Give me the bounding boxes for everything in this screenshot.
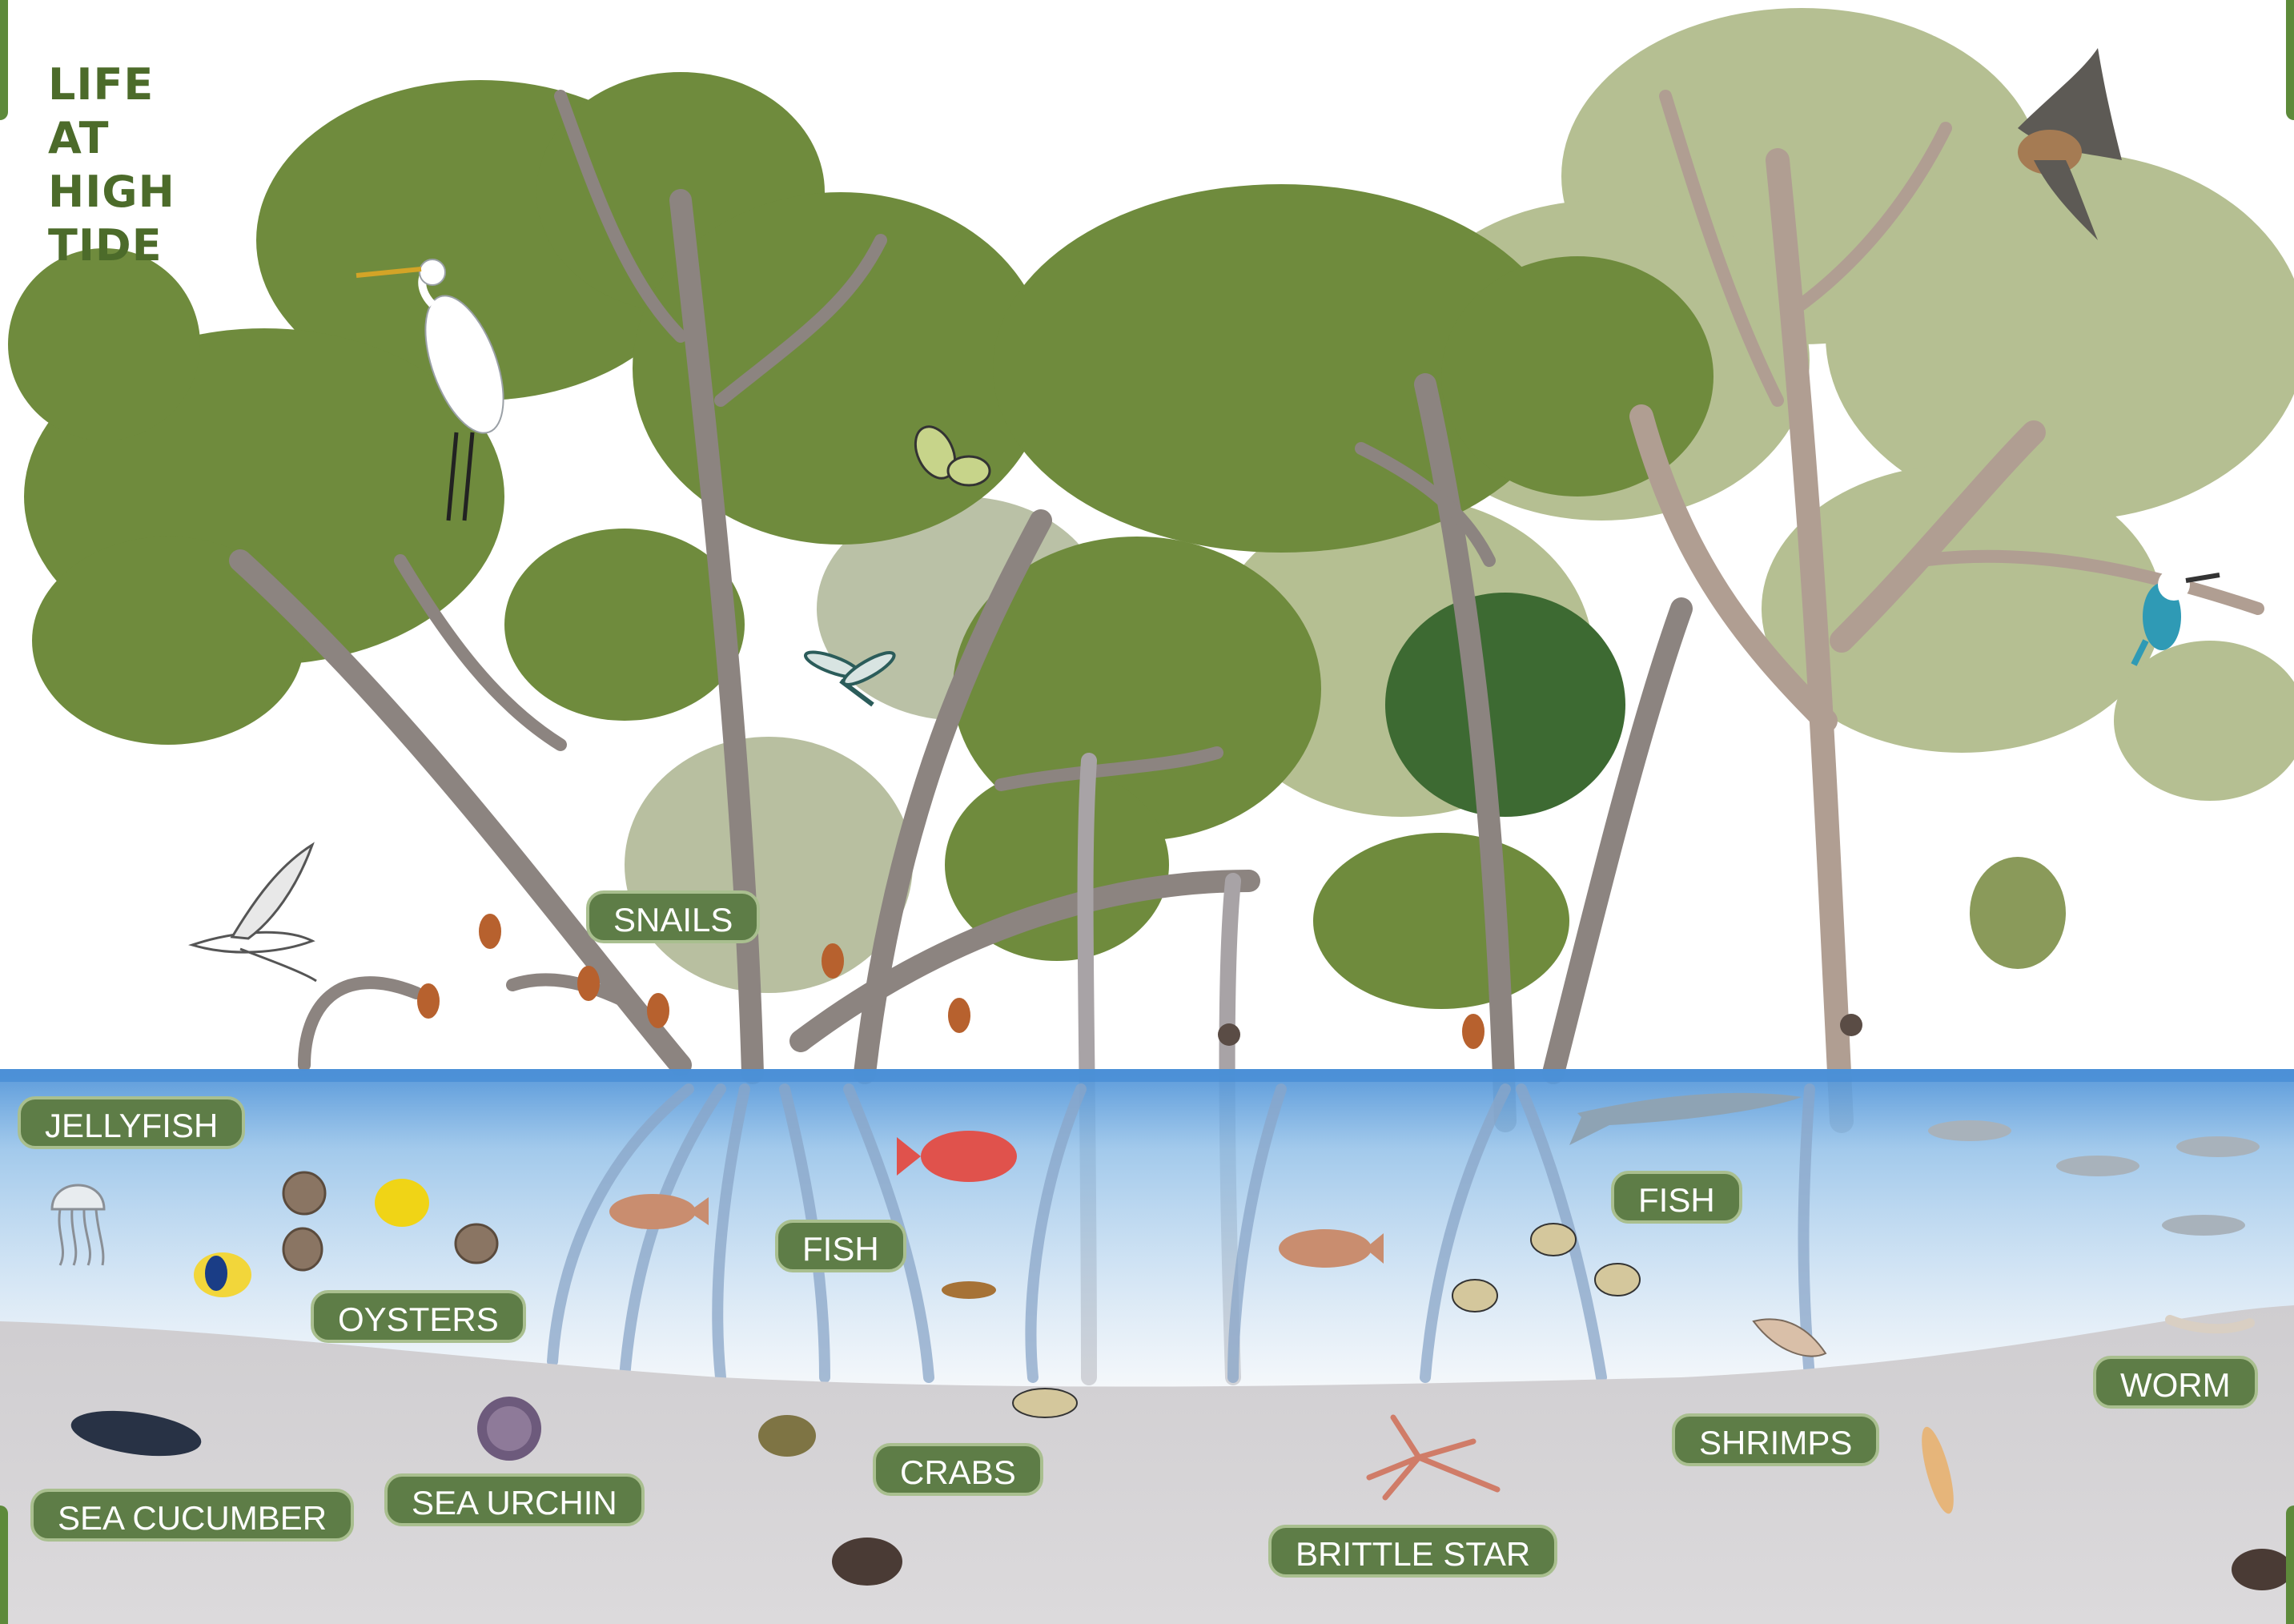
yellow-fish bbox=[375, 1179, 429, 1227]
page-edge-top-right bbox=[2286, 0, 2294, 120]
title-line: TIDE bbox=[48, 219, 175, 272]
page-edge-bottom-left bbox=[0, 1505, 8, 1624]
label-fish-right: FISH bbox=[1611, 1171, 1742, 1224]
title-line: AT bbox=[48, 111, 175, 165]
crab-upper bbox=[758, 1415, 816, 1457]
crab-lower bbox=[832, 1538, 902, 1586]
label-oysters: OYSTERS bbox=[311, 1290, 526, 1343]
label-shrimps: SHRIMPS bbox=[1672, 1413, 1879, 1466]
crab-corner bbox=[2232, 1549, 2292, 1590]
page-title: LIFE AT HIGH TIDE bbox=[48, 58, 175, 272]
butterflyfish bbox=[194, 1252, 251, 1297]
page-edge-top-left bbox=[0, 0, 8, 120]
label-sea-cucumber: SEA CUCUMBER bbox=[30, 1489, 354, 1542]
title-line: HIGH bbox=[48, 165, 175, 219]
label-crabs: CRABS bbox=[873, 1443, 1043, 1496]
sea-urchin bbox=[477, 1397, 541, 1461]
title-line: LIFE bbox=[48, 58, 175, 111]
label-worm: WORM bbox=[2093, 1356, 2258, 1409]
tern bbox=[192, 845, 316, 981]
page-edge-bottom-right bbox=[2286, 1505, 2294, 1624]
label-jellyfish: JELLYFISH bbox=[18, 1096, 245, 1149]
goby bbox=[942, 1281, 996, 1299]
label-fish-left: FISH bbox=[775, 1220, 906, 1272]
label-sea-urchin: SEA URCHIN bbox=[384, 1473, 645, 1526]
label-brittle-star: BRITTLE STAR bbox=[1268, 1525, 1557, 1578]
tree-crabs bbox=[1218, 1014, 1862, 1046]
label-snails: SNAILS bbox=[586, 890, 760, 943]
